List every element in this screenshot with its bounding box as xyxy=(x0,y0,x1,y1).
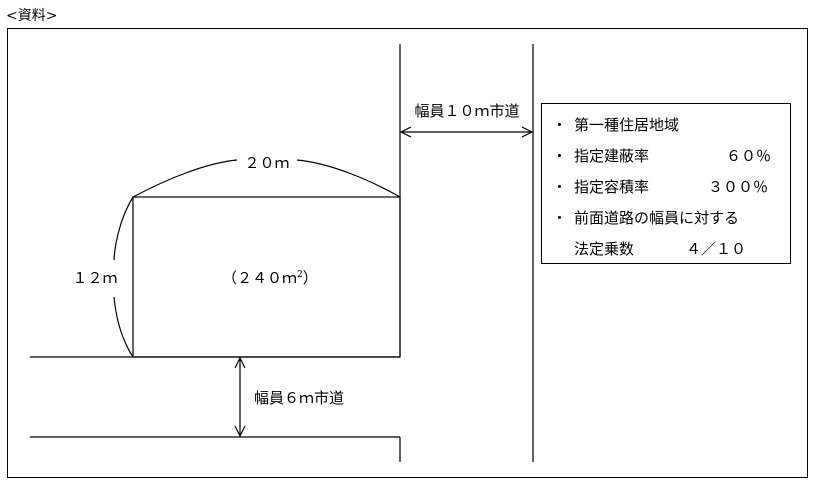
lot-depth-label: １２ｍ xyxy=(72,269,117,287)
diagram-frame xyxy=(7,28,808,478)
lot-width-label: ２０ｍ xyxy=(244,154,289,172)
coverage-value: ６０％ xyxy=(726,147,772,165)
width-dimension-arc xyxy=(296,159,401,198)
side-road-label: 幅員６ｍ市道 xyxy=(254,389,344,407)
caption: <資料> xyxy=(6,8,58,24)
lot-rectangle xyxy=(132,196,401,358)
zone-row: ・第一種住居地域 xyxy=(552,110,790,141)
bullet: ・ xyxy=(552,209,568,227)
front-road-label: 幅員１０ｍ市道 xyxy=(414,102,519,120)
bullet: ・ xyxy=(552,116,568,134)
bullet: ・ xyxy=(552,178,568,196)
coverage-label: 指定建蔽率 xyxy=(574,147,650,165)
zone-text: 第一種住居地域 xyxy=(574,116,680,134)
multiplier-value: ４／１０ xyxy=(686,240,747,258)
multiplier-label: 法定乗数 xyxy=(574,240,635,258)
bullet: ・ xyxy=(552,147,568,165)
depth-dimension-arc xyxy=(113,296,134,358)
width-dimension-arc xyxy=(132,159,238,198)
far-label: 指定容積率 xyxy=(574,178,650,196)
multiplier-row: 法定乗数 ４／１０ xyxy=(552,234,790,265)
road-factor-row: ・前面道路の幅員に対する xyxy=(552,203,790,234)
lot-area-label: （２４０ｍ2） xyxy=(222,269,318,287)
road-factor-label: 前面道路の幅員に対する xyxy=(574,209,740,227)
far-row: ・指定容積率 ３００％ xyxy=(552,172,790,203)
depth-dimension-arc xyxy=(113,196,134,261)
far-value: ３００％ xyxy=(708,178,769,196)
coverage-row: ・指定建蔽率 ６０％ xyxy=(552,141,790,172)
